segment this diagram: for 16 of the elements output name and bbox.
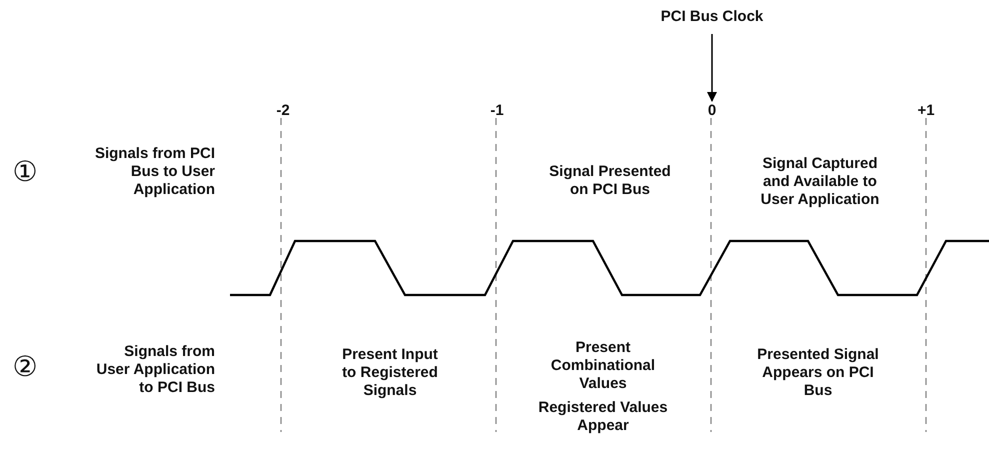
phase-description: Presented Signal Appears on PCI Bus — [756, 346, 880, 400]
phase-description: Signal Presented on PCI Bus — [548, 163, 672, 199]
phase-description: Present Input to Registered Signals — [341, 346, 439, 400]
annotation-text: PCI Bus Clock — [657, 8, 767, 26]
phase-description: Registered Values Appear — [537, 399, 669, 435]
clock-tick-label: -1 — [489, 102, 505, 120]
clock-tick-label: +1 — [916, 102, 936, 120]
row-number: ② — [11, 350, 39, 384]
clock-tick-label: 0 — [705, 102, 719, 120]
row-heading: Signals from User Application to PCI Bus — [95, 343, 215, 397]
row-heading: Signals from PCI Bus to User Application — [94, 145, 215, 199]
arrow — [707, 34, 717, 102]
phase-description: Signal Captured and Available to User Application — [760, 155, 880, 209]
row-number: ① — [11, 155, 39, 189]
clock-tick-label: -2 — [275, 102, 291, 120]
phase-description: Present Combinational Values — [550, 339, 656, 393]
